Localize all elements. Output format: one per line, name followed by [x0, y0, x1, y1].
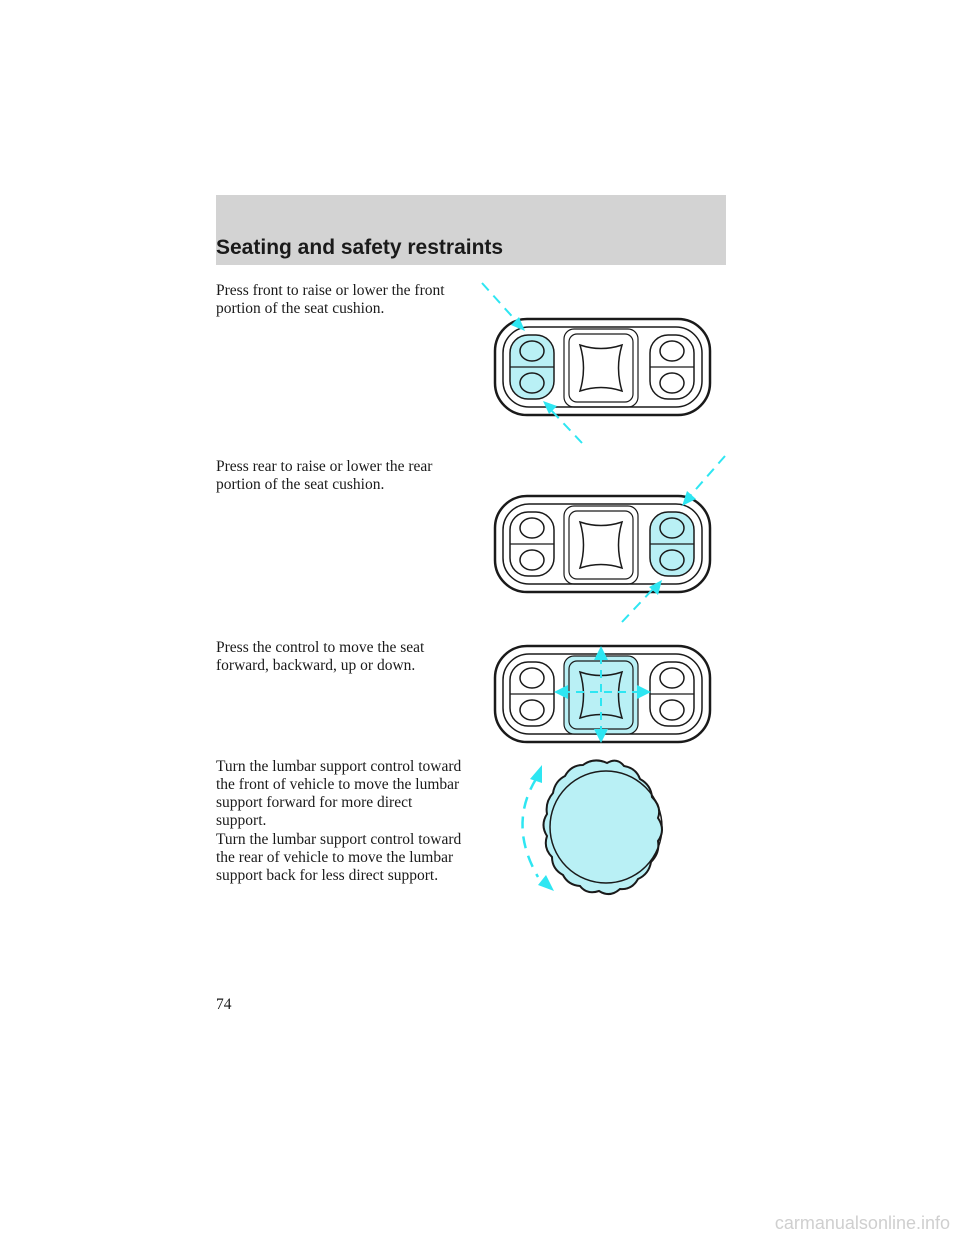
rear-cushion-button	[649, 661, 695, 727]
lumbar-knob-face	[549, 770, 663, 884]
lumbar-rotation-arrow	[521, 765, 554, 891]
front-cushion-arrows	[481, 282, 583, 444]
lumbar-support-knob-diagram	[521, 759, 663, 895]
center-position-control	[563, 328, 639, 408]
rear-cushion-arrows	[621, 455, 726, 623]
instruction-seat-position: Press the control to move the seat forwa…	[216, 639, 425, 674]
instruction-rear-cushion: Press rear to raise or lower the rear po…	[216, 458, 433, 493]
lumbar-knob	[542, 759, 663, 895]
page-number: 74	[216, 996, 232, 1013]
rear-cushion-switch-diagram	[493, 455, 726, 623]
front-cushion-switch-diagram	[481, 282, 712, 444]
instruction-lumbar-forward: Turn the lumbar support control toward t…	[216, 758, 462, 829]
instruction-lumbar-back: Turn the lumbar support control toward t…	[216, 831, 462, 884]
front-cushion-button	[509, 511, 555, 577]
four-way-arrows	[554, 646, 651, 743]
instruction-front-cushion: Press front to raise or lower the front …	[216, 282, 445, 317]
front-cushion-button	[509, 661, 555, 727]
section-title: Seating and safety restraints	[216, 236, 504, 259]
center-position-control-highlighted	[563, 655, 639, 735]
watermark: carmanualsonline.info	[774, 1213, 950, 1233]
rear-cushion-button	[649, 334, 695, 400]
front-cushion-button-highlighted	[509, 334, 555, 400]
section-header-band	[216, 195, 726, 265]
center-position-control	[563, 505, 639, 585]
seat-position-control-diagram	[493, 644, 712, 744]
rear-cushion-button-highlighted	[649, 511, 695, 577]
